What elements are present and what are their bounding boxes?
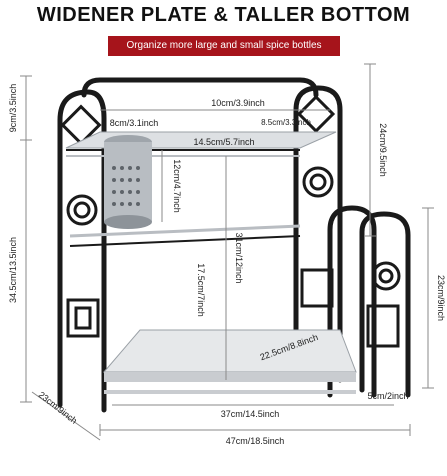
cup-holder [104, 135, 152, 229]
feature-banner: Organize more large and small spice bott… [108, 36, 340, 56]
dim-top-shelf-width: 10cm/3.9inch [211, 98, 265, 108]
dim-lower-gap: 17.5cm/7inch [196, 263, 206, 317]
dim-upper-height: 24cm/9.5inch [378, 123, 388, 177]
dim-top-shelf-depth: 14.5cm/5.7inch [193, 137, 254, 147]
dim-small-label: 8.5cm/3.3inch [261, 118, 311, 127]
dim-cup-diameter: 8cm/3.1inch [110, 118, 159, 128]
dim-middle-height: 31cm/12inch [234, 232, 244, 283]
dim-side-width: 5cm/2inch [367, 391, 408, 401]
dim-plate-width: 37cm/14.5inch [221, 409, 280, 419]
dim-total-height: 34.5cm/13.5inch [8, 237, 18, 303]
dim-side-rack-height: 23cm/9inch [436, 275, 446, 321]
dim-total-width: 47cm/18.5inch [226, 436, 285, 446]
headline: WIDENER PLATE & TALLER BOTTOM [36, 4, 411, 26]
dim-cup-height: 12cm/4.7inch [172, 159, 182, 213]
dim-top-height: 9cm/3.5inch [8, 84, 18, 133]
